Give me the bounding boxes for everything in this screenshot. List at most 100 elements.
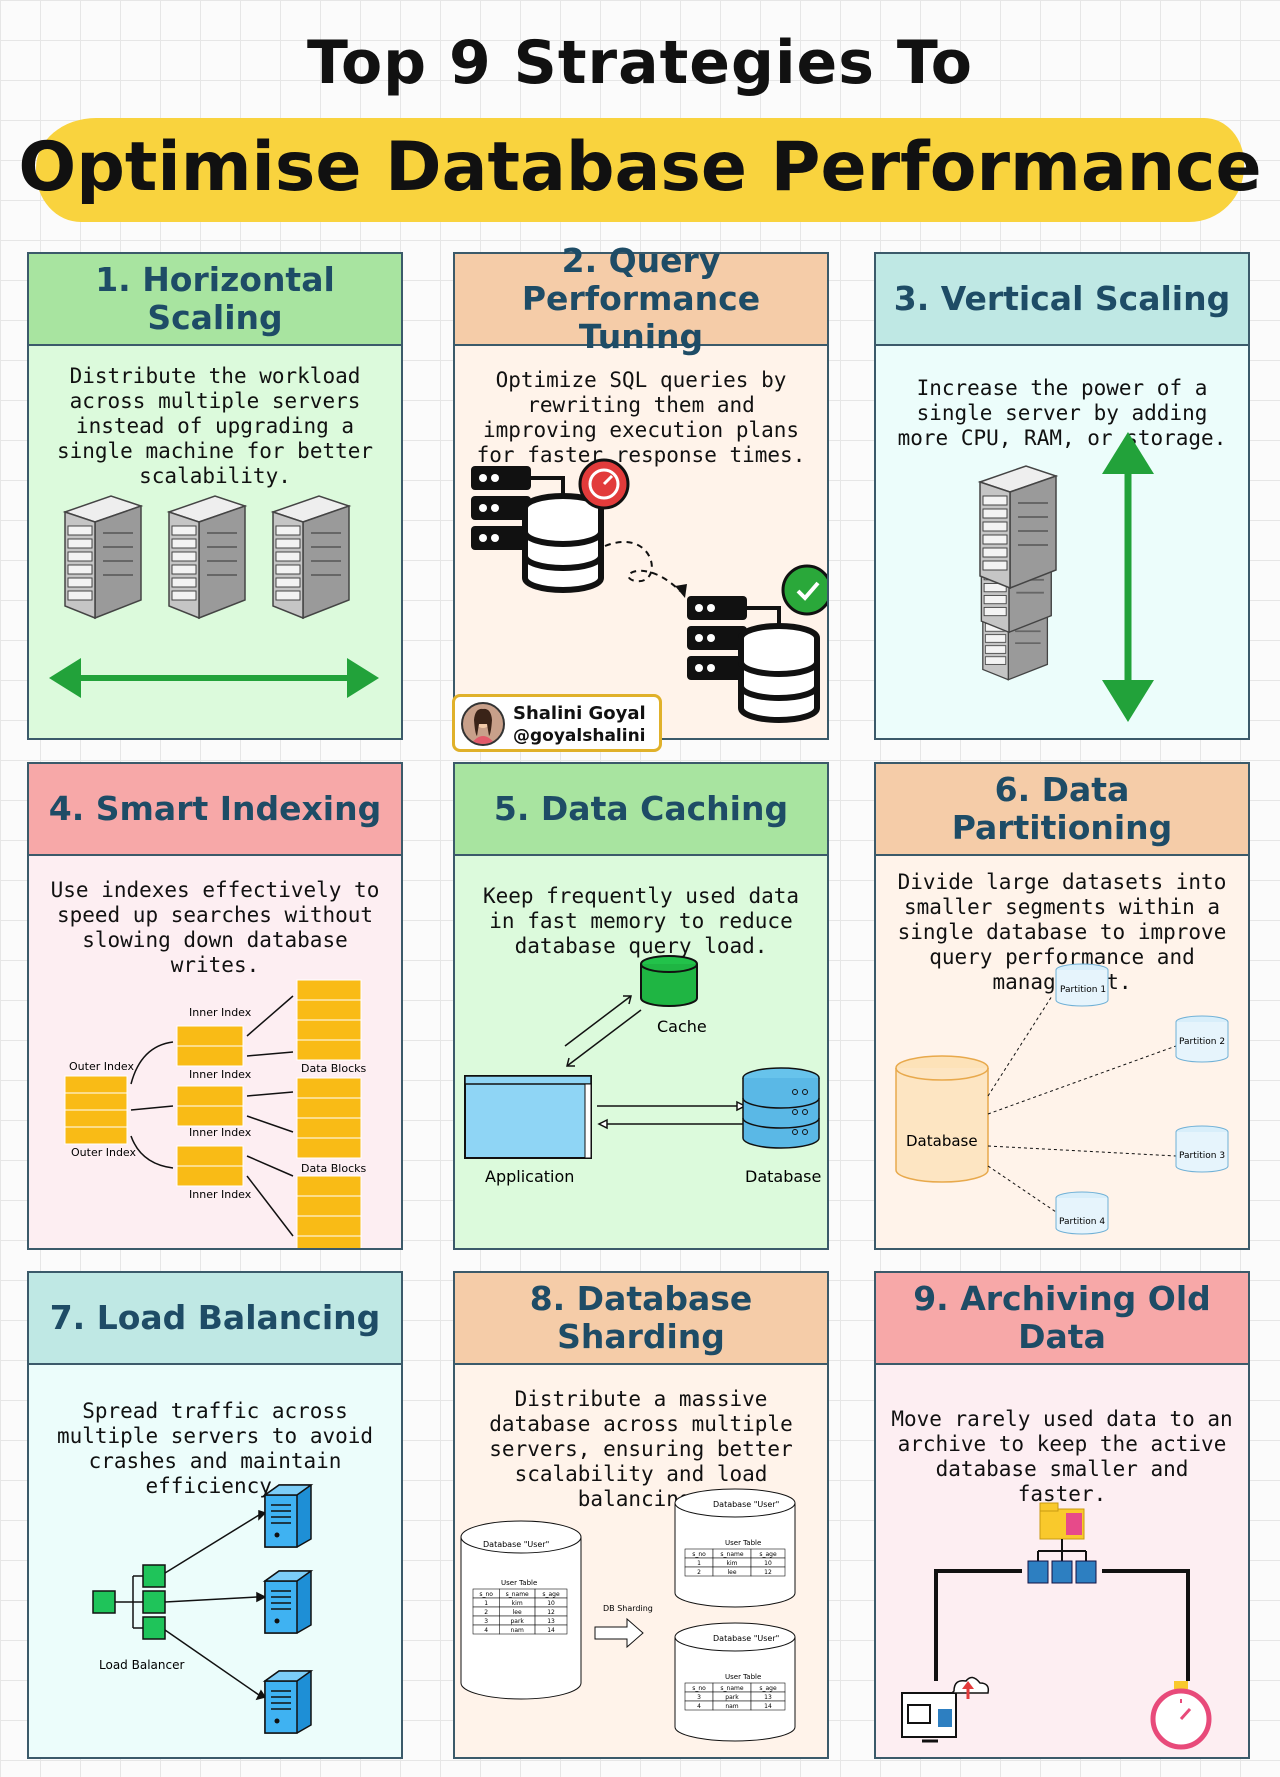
table-cell-text: 2 [484,1609,488,1616]
table-cell-text: 1 [484,1600,488,1607]
table-cell-text: 13 [764,1694,772,1701]
table-cell-text: nam [725,1703,738,1710]
card-title: 5. Data Caching [455,764,827,856]
card-query-performance-tuning: 2. Query Performance Tuning Optimize SQL… [453,242,829,740]
server-node-icon [1051,1560,1073,1584]
stopwatch-icon [1150,1681,1212,1750]
dashed-arrow [604,540,681,592]
partition-icon: Partition 3 [1175,1125,1229,1173]
card-description: Spread traffic across multiple servers t… [56,1399,374,1498]
partition-label: Partition 4 [1059,1217,1105,1227]
card-data-caching: 5. Data Caching Keep frequently used dat… [453,762,829,1250]
database-label: Database [745,1167,821,1186]
database-label: Database "User" [483,1540,549,1549]
table-header-cell: s_no [692,1551,706,1558]
load-balancer-icon [92,1564,166,1640]
shard-1-cylinder: Database "User" User Table s_no s_name s_a… [674,1488,796,1608]
table-header-cell: s_no [692,1685,706,1692]
table-cell-text: park [510,1618,524,1625]
server-icon [979,465,1057,589]
card-data-partitioning: 6. Data Partitioning Divide large datase… [874,762,1250,1250]
inner-index-label: Inner Index [189,1068,252,1081]
load-balancer-label: Load Balancer [99,1658,184,1672]
card-description: Divide large datasets into smaller segme… [897,870,1227,994]
card-description: Use indexes effectively to speed up sear… [50,878,380,977]
table-label: User Table [725,1539,761,1547]
horizontal-scaling-illustration [49,495,379,698]
table-header-cell: s_name [720,1551,743,1558]
table-header-cell: s_age [542,1591,560,1598]
table-cell-text: 12 [547,1609,555,1616]
server-tower-icon [264,1570,312,1634]
table-cell-text: lee [513,1609,522,1616]
card-title: 1. Horizontal Scaling [29,254,401,346]
computer-upload-icon [901,1676,990,1743]
card-title: 8. Database Sharding [455,1273,827,1365]
cache-label: Cache [657,1017,707,1036]
data-blocks-label: Data Blocks [301,1162,367,1175]
avatar [461,702,505,746]
application-window-icon [464,1075,592,1159]
card-horizontal-scaling: 1. Horizontal Scaling Distribute the wor… [27,252,403,740]
query-tuning-illustration [471,458,827,723]
inner-index-label: Inner Index [189,1126,252,1139]
card-description: Distribute the workload across multiple … [56,364,374,488]
card-title: 7. Load Balancing [29,1273,401,1365]
partition-icon: Partition 4 [1055,1191,1109,1235]
vertical-arrow-icon [1102,432,1154,722]
card-description: Distribute a massive database across mul… [489,1387,793,1511]
card-title: 3. Vertical Scaling [876,254,1248,346]
card-description: Keep frequently used data in fast memory… [482,884,800,958]
table-cell-text: 4 [484,1627,488,1634]
card-archiving-old-data: 9. Archiving Old Data Move rarely used d… [874,1271,1250,1759]
table-cell-text: 10 [764,1560,772,1567]
database-label: Database [906,1132,978,1150]
table-label: User Table [725,1673,761,1681]
sharding-diagram: Database "User" User Table s_no s_name s_a… [460,1488,796,1742]
table-header-cell: s_name [720,1685,743,1692]
table-cell-text: nam [511,1627,524,1634]
card-title: 2. Query Performance Tuning [455,242,827,356]
outer-index-label: Outer Index [69,1060,135,1073]
card-load-balancing: 7. Load Balancing Spread traffic across … [27,1271,403,1759]
card-title: 6. Data Partitioning [876,764,1248,856]
table-cell [750,1566,786,1577]
table-cell-text: 2 [697,1569,701,1576]
archive-folder-icon [1039,1502,1085,1540]
partition-label: Partition 3 [1179,1151,1225,1161]
title-line-1: Top 9 Strategies To [307,28,973,98]
table-cell-text: 3 [697,1694,701,1701]
inner-index-label: Inner Index [189,1188,252,1201]
card-database-sharding: 8. Database Sharding Distribute a massiv… [453,1271,829,1759]
archiving-illustration [901,1502,1212,1750]
database-label: Database "User" [713,1500,779,1509]
author-name: Shalini Goyal [513,703,646,724]
partition-icon: Partition 1 [1055,963,1109,1007]
table-cell-text: lee [727,1569,736,1576]
table-cell-text: 14 [764,1703,772,1710]
server-node-icon [1027,1560,1049,1584]
vertical-scaling-illustration [979,432,1154,722]
server-icon [272,495,350,619]
sharding-label: DB Sharding [603,1604,653,1613]
author-handle: @goyalshalini [513,726,646,746]
fast-timer-icon [781,564,827,616]
partitioning-diagram: Database Partition 1 Partition 2 Partiti… [895,963,1229,1235]
indexing-diagram: Inner Index Inner Index Inner Index Inne… [64,979,367,1248]
card-title: 9. Archiving Old Data [876,1273,1248,1365]
card-smart-indexing: 4. Smart Indexing Use indexes effectivel… [27,762,403,1250]
server-node-icon [1075,1560,1097,1584]
title-line-2: Optimise Database Performance [18,128,1262,207]
table-header-cell: s_age [759,1685,777,1692]
table-cell-text: kim [727,1560,738,1567]
database-server-icon [471,458,630,593]
application-label: Application [485,1167,574,1186]
partition-label: Partition 1 [1060,985,1106,995]
table-cell [534,1624,568,1635]
table-cell-text: 3 [484,1618,488,1625]
table-cell-text: 1 [697,1560,701,1567]
table-cell-text: 14 [547,1627,555,1634]
table-header-cell: s_age [759,1551,777,1558]
server-icon [168,495,246,619]
